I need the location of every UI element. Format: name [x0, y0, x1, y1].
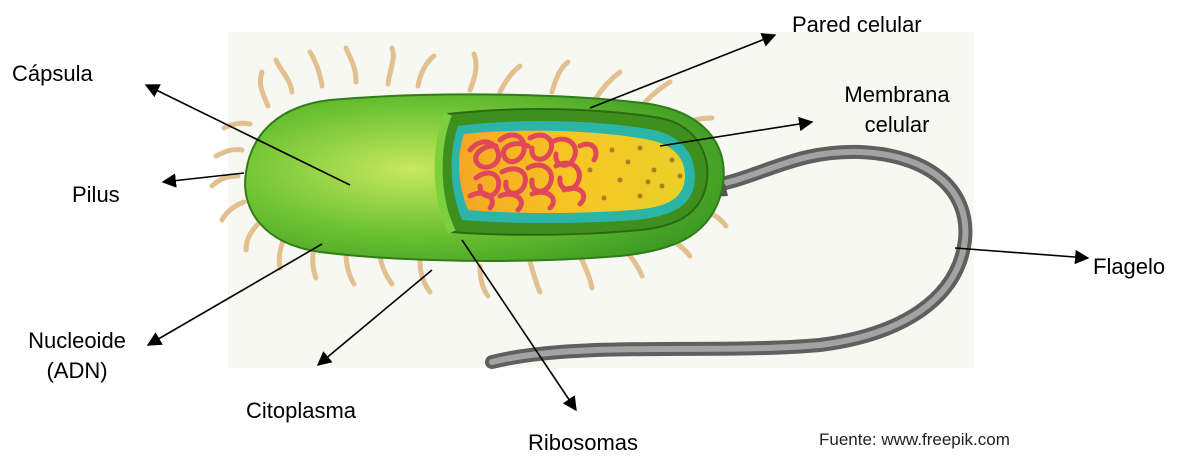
label-ribosomas: Ribosomas [528, 430, 638, 456]
label-capsula: Cápsula [12, 61, 93, 87]
label-nucleoide: Nucleoide (ADN) [10, 328, 144, 384]
label-membrana-line2: celular [822, 112, 972, 138]
label-membrana-celular: Membrana celular [822, 82, 972, 138]
label-flagelo: Flagelo [1093, 254, 1165, 280]
label-pared-celular: Pared celular [792, 12, 922, 38]
label-nucleoide-line1: Nucleoide [10, 328, 144, 354]
label-membrana-line1: Membrana [822, 82, 972, 108]
label-pilus: Pilus [72, 182, 120, 208]
source-credit: Fuente: www.freepik.com [819, 430, 1010, 450]
label-citoplasma: Citoplasma [246, 398, 356, 424]
label-nucleoide-line2: (ADN) [10, 358, 144, 384]
arrow-flagelo [955, 248, 1088, 258]
